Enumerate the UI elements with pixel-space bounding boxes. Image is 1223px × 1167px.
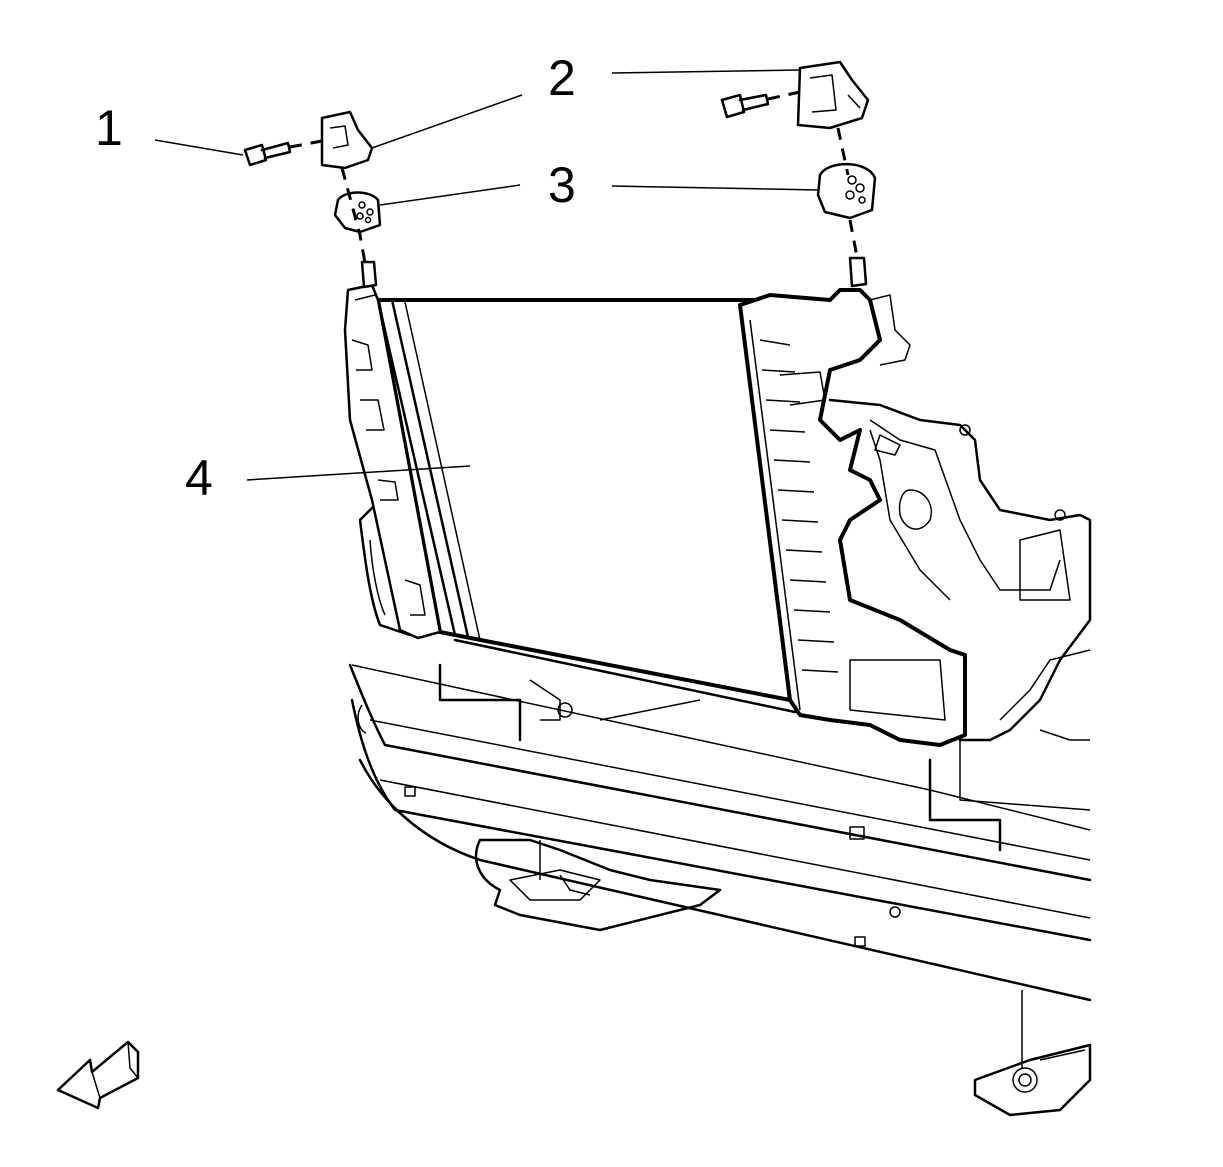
radiator-pin-left — [360, 260, 378, 289]
lower-mount-bracket-right — [973, 990, 1092, 1117]
radiator-pin-right — [848, 256, 868, 288]
lower-mount-bracket-left — [474, 838, 722, 932]
upper-insulator-right — [816, 162, 877, 220]
callout-2: 2 — [548, 50, 576, 106]
upper-bracket-right — [796, 60, 870, 130]
radiator — [343, 283, 967, 747]
radiator-support-structure — [828, 398, 1092, 811]
leader-lines — [154, 69, 819, 481]
callout-3: 3 — [548, 157, 576, 213]
front-bumper-beam — [348, 663, 1092, 1002]
bolt-right — [720, 93, 770, 119]
upper-bracket-left — [320, 110, 374, 170]
callout-1: 1 — [95, 100, 123, 156]
upper-insulator-left — [333, 191, 382, 234]
callout-4: 4 — [185, 450, 213, 506]
front-direction-arrow-icon — [56, 1040, 140, 1110]
bolt-left — [243, 141, 292, 167]
assembly-guide-lines — [289, 90, 860, 281]
lower-tie-bar — [438, 663, 1002, 852]
